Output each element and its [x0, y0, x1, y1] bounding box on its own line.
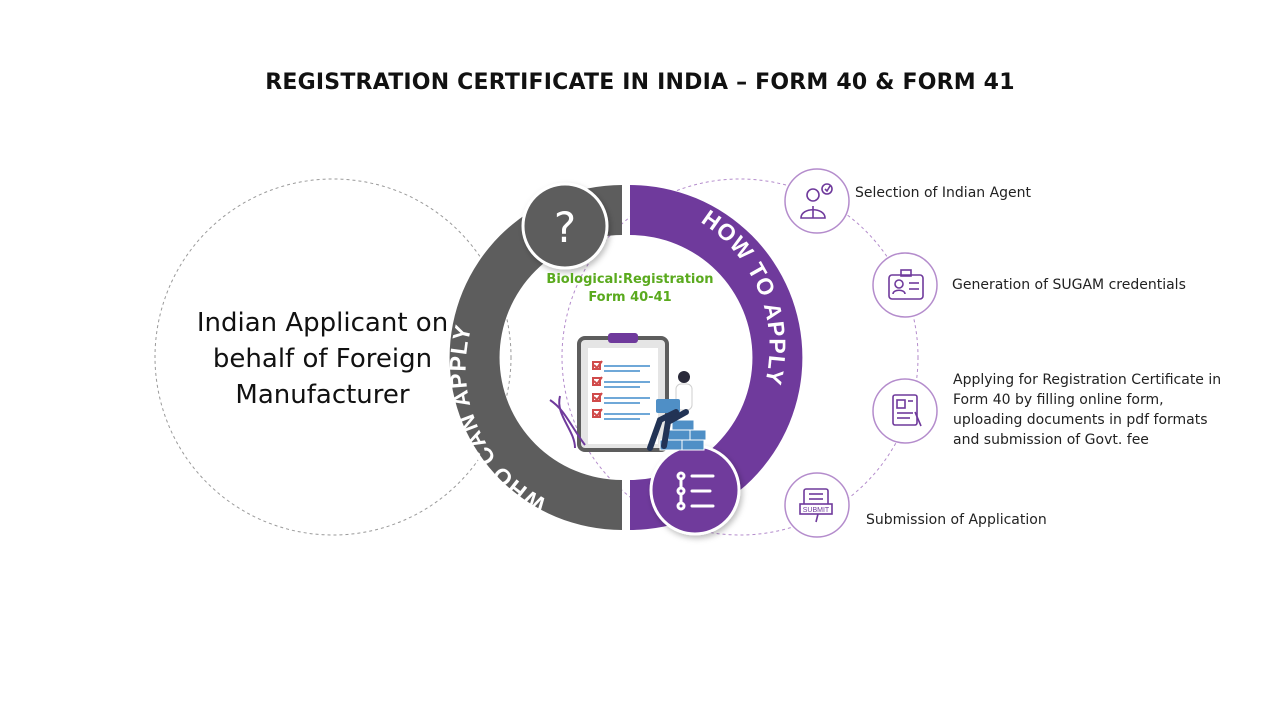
step-3-line: and submission of Govt. fee	[953, 430, 1221, 450]
step-3-text: Applying for Registration Certificate in…	[953, 370, 1221, 450]
center-title-line: Biological:Registration	[545, 271, 715, 289]
applicant-description: Indian Applicant on behalf of Foreign Ma…	[195, 305, 450, 413]
applicant-line: behalf of Foreign	[195, 341, 450, 377]
question-mark-icon: ?	[554, 203, 576, 252]
clipboard-checklist-illustration	[550, 333, 706, 450]
applicant-line: Manufacturer	[195, 377, 450, 413]
step-3-line: uploading documents in pdf formats	[953, 410, 1221, 430]
step-1-text: Selection of Indian Agent	[855, 183, 1031, 203]
step-icon-circles	[785, 169, 937, 537]
center-title: Biological:Registration Form 40-41	[545, 271, 715, 307]
step-4-text: Submission of Application	[866, 510, 1047, 530]
applicant-line: Indian Applicant on	[195, 305, 450, 341]
step-3-line: Form 40 by filling online form,	[953, 390, 1221, 410]
step-3-line: Applying for Registration Certificate in	[953, 370, 1221, 390]
step-2-text: Generation of SUGAM credentials	[952, 275, 1186, 295]
center-title-line: Form 40-41	[545, 289, 715, 307]
submit-icon-label: SUBMIT	[803, 507, 830, 514]
